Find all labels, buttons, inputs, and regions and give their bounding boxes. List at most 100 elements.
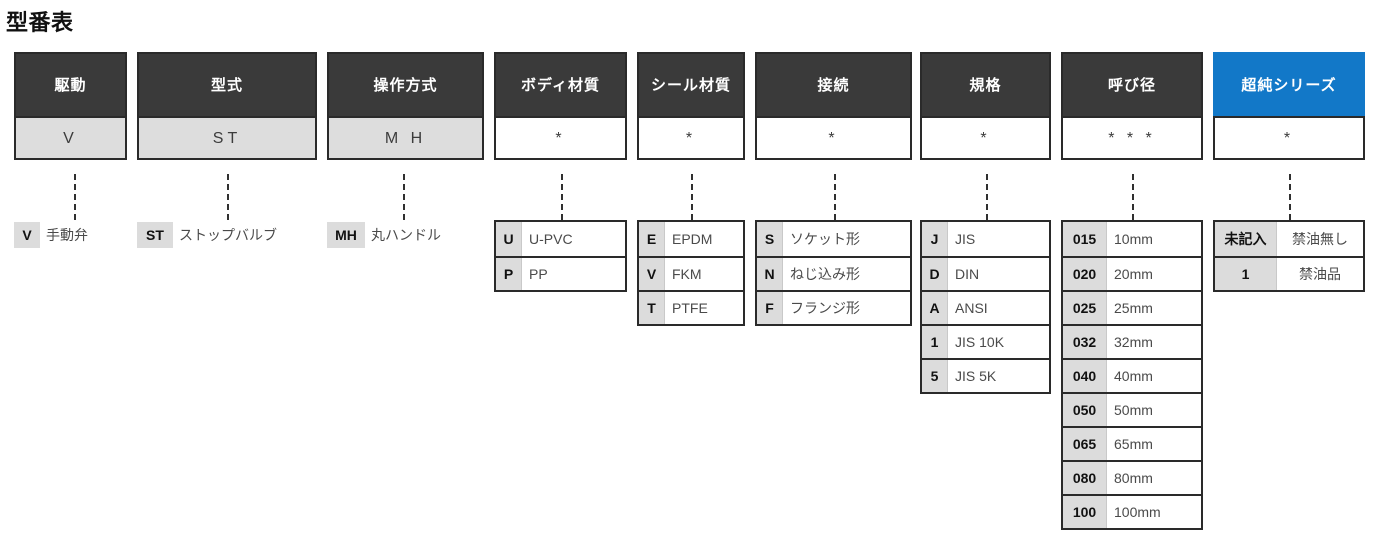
code-header-nominal_diameter: 呼び径	[1061, 52, 1203, 116]
code-value-nominal_diameter: * * *	[1061, 116, 1203, 160]
connector-type	[227, 174, 229, 220]
legend-desc-standard-1: DIN	[955, 266, 980, 282]
legend-row: T PTFE	[639, 290, 743, 324]
legend-row: 020 20mm	[1063, 256, 1201, 290]
legend-desc-nominal_diameter-4: 40mm	[1114, 368, 1153, 384]
code-value-standard: *	[920, 116, 1051, 160]
legend-code-standard-1: D	[922, 258, 948, 290]
code-header-type: 型式	[137, 52, 317, 116]
legend-code-connection-1: N	[757, 258, 783, 290]
legend-desc-operation-0: 丸ハンドル	[371, 227, 441, 243]
legend-row: F フランジ形	[757, 290, 910, 324]
connector-seal_material	[691, 174, 693, 220]
code-header-ultrapure_series: 超純シリーズ	[1213, 52, 1365, 116]
code-value-body_material: *	[494, 116, 627, 160]
connector-nominal_diameter	[1132, 174, 1134, 220]
legend-code-nominal_diameter-7: 080	[1063, 462, 1107, 494]
code-header-standard: 規格	[920, 52, 1051, 116]
legend-drive: V 手動弁	[14, 220, 134, 250]
legend-code-nominal_diameter-4: 040	[1063, 360, 1107, 392]
legend-row: 080 80mm	[1063, 460, 1201, 494]
legend-code-standard-0: J	[922, 222, 948, 256]
code-value-drive: V	[14, 116, 127, 160]
legend-desc-nominal_diameter-3: 32mm	[1114, 334, 1153, 350]
legend-code-type-0: ST	[137, 222, 173, 248]
legend-code-standard-2: A	[922, 292, 948, 324]
legend-code-body_material-1: P	[496, 258, 522, 290]
legend-code-drive-0: V	[14, 222, 40, 248]
legend-desc-connection-2: フランジ形	[790, 300, 860, 316]
legend-desc-nominal_diameter-1: 20mm	[1114, 266, 1153, 282]
legend-desc-standard-0: JIS	[955, 231, 976, 247]
legend-desc-nominal_diameter-7: 80mm	[1114, 470, 1153, 486]
code-header-body_material: ボディ材質	[494, 52, 627, 116]
legend-row: J JIS	[922, 222, 1049, 256]
legend-code-ultrapure_series-0: 未記入	[1215, 222, 1277, 256]
legend-row: V 手動弁	[14, 220, 134, 250]
code-value-type: ST	[137, 116, 317, 160]
legend-code-connection-0: S	[757, 222, 783, 256]
legend-desc-nominal_diameter-6: 65mm	[1114, 436, 1153, 452]
legend-code-nominal_diameter-1: 020	[1063, 258, 1107, 290]
legend-desc-standard-3: JIS 10K	[955, 334, 1005, 350]
code-header-operation: 操作方式	[327, 52, 484, 116]
legend-desc-type-0: ストップバルブ	[179, 227, 277, 243]
code-block-body_material: ボディ材質*	[494, 52, 627, 160]
legend-type: ST ストップバルブ	[137, 220, 317, 250]
code-header-seal_material: シール材質	[637, 52, 745, 116]
legend-row: 040 40mm	[1063, 358, 1201, 392]
legend-code-seal_material-0: E	[639, 222, 665, 256]
legend-code-nominal_diameter-5: 050	[1063, 394, 1107, 426]
legend-code-nominal_diameter-8: 100	[1063, 496, 1107, 528]
legend-code-nominal_diameter-2: 025	[1063, 292, 1107, 324]
page-title: 型番表	[6, 10, 74, 35]
legend-desc-seal_material-1: FKM	[672, 266, 702, 282]
legend-code-seal_material-2: T	[639, 292, 665, 324]
connector-connection	[834, 174, 836, 220]
code-header-connection: 接続	[755, 52, 912, 116]
legend-desc-seal_material-2: PTFE	[672, 300, 708, 316]
code-value-operation: M H	[327, 116, 484, 160]
legend-connection: S ソケット形 N ねじ込み形 F フランジ形	[755, 220, 912, 326]
legend-code-connection-2: F	[757, 292, 783, 324]
legend-row: 未記入禁油無し	[1215, 222, 1363, 256]
legend-desc-body_material-1: PP	[529, 266, 548, 282]
legend-code-nominal_diameter-6: 065	[1063, 428, 1107, 460]
code-value-connection: *	[755, 116, 912, 160]
legend-desc-connection-0: ソケット形	[790, 231, 860, 247]
code-block-standard: 規格*	[920, 52, 1051, 160]
legend-code-body_material-0: U	[496, 222, 522, 256]
connector-body_material	[561, 174, 563, 220]
legend-code-ultrapure_series-1: 1	[1215, 258, 1277, 290]
legend-code-standard-4: 5	[922, 360, 948, 392]
legend-code-standard-3: 1	[922, 326, 948, 358]
legend-desc-connection-1: ねじ込み形	[790, 266, 860, 282]
code-value-seal_material: *	[637, 116, 745, 160]
legend-desc-nominal_diameter-0: 10mm	[1114, 231, 1153, 247]
code-block-seal_material: シール材質*	[637, 52, 745, 160]
legend-row: D DIN	[922, 256, 1049, 290]
code-value-ultrapure_series: *	[1213, 116, 1365, 160]
legend-row: 1 JIS 10K	[922, 324, 1049, 358]
legend-desc-drive-0: 手動弁	[46, 227, 88, 243]
